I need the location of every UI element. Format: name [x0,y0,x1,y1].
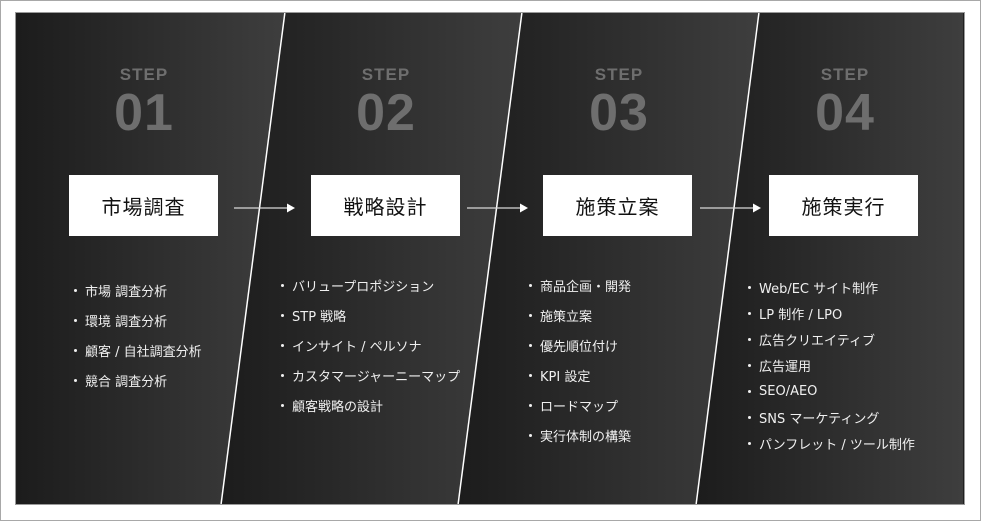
step-1-list: 市場 調査分析 環境 調査分析 顧客 / 自社調査分析 競合 調査分析 [74,275,202,395]
process-flow-panel: STEP 01 市場調査 市場 調査分析 環境 調査分析 顧客 / 自社調査分析… [15,12,965,505]
bullet-dot-icon [74,378,77,382]
list-item: KPI 設定 [529,360,631,390]
list-item: STP 戦略 [281,300,460,330]
step-2-label: STEP [361,65,411,84]
bullet-dot-icon [74,318,77,322]
list-item: Web/EC サイト制作 [748,274,915,300]
step-4-title-box: 施策実行 [769,175,918,236]
bullet-dot-icon [748,285,751,289]
bullet-dot-icon [529,313,532,317]
step-2-number: 02 [356,84,416,142]
step-1-number: 01 [114,84,174,142]
step-1-label: STEP [119,65,169,84]
bullet-dot-icon [281,373,284,377]
bullet-dot-icon [748,441,751,445]
list-item: 広告運用 [748,352,915,378]
step-1-title-box: 市場調査 [69,175,218,236]
list-item: ロードマップ [529,390,631,420]
bullet-dot-icon [529,373,532,377]
list-item: 実行体制の構築 [529,420,631,450]
bullet-dot-icon [748,415,751,419]
bullet-dot-icon [281,283,284,287]
step-4-title: 施策実行 [801,195,886,219]
step-1-title: 市場調査 [101,195,186,219]
divider-2 [457,13,523,504]
list-item: 優先順位付け [529,330,631,360]
list-item: 顧客戦略の設計 [281,390,460,420]
list-item: SNS マーケティング [748,404,915,430]
list-item: インサイト / ペルソナ [281,330,460,360]
list-item: 商品企画・開発 [529,270,631,300]
list-item: LP 制作 / LPO [748,300,915,326]
bullet-dot-icon [529,283,532,287]
bullet-dot-icon [74,348,77,352]
step-3-heading: STEP 03 [569,65,669,141]
step-2-heading: STEP 02 [336,65,436,141]
bullet-dot-icon [529,433,532,437]
step-3-title-box: 施策立案 [543,175,692,236]
step-3-label: STEP [594,65,644,84]
bullet-dot-icon [529,343,532,347]
list-item: 市場 調査分析 [74,275,202,305]
arrow-right-icon [467,203,528,213]
list-item: 顧客 / 自社調査分析 [74,335,202,365]
bullet-dot-icon [748,389,751,393]
bullet-dot-icon [281,403,284,407]
step-4-list: Web/EC サイト制作 LP 制作 / LPO 広告クリエイティブ 広告運用 … [748,274,915,456]
bullet-dot-icon [748,337,751,341]
step-2-title: 戦略設計 [343,195,428,219]
step-3-number: 03 [589,84,649,142]
step-4-number: 04 [815,84,875,142]
bullet-dot-icon [74,288,77,292]
list-item: バリュープロポジション [281,270,460,300]
step-4-heading: STEP 04 [795,65,895,141]
list-item: 環境 調査分析 [74,305,202,335]
step-3-title: 施策立案 [575,195,660,219]
list-item: SEO/AEO [748,378,915,404]
arrow-right-icon [700,203,761,213]
list-item: 施策立案 [529,300,631,330]
step-2-list: バリュープロポジション STP 戦略 インサイト / ペルソナ カスタマージャー… [281,270,460,420]
arrow-right-icon [234,203,295,213]
list-item: 広告クリエイティブ [748,326,915,352]
bullet-dot-icon [748,363,751,367]
list-item: カスタマージャーニーマップ [281,360,460,390]
bullet-dot-icon [281,343,284,347]
step-4-label: STEP [820,65,870,84]
bullet-dot-icon [281,313,284,317]
divider-1 [220,13,286,504]
step-3-list: 商品企画・開発 施策立案 優先順位付け KPI 設定 ロードマップ 実行体制の構… [529,270,631,450]
list-item: パンフレット / ツール制作 [748,430,915,456]
step-1-heading: STEP 01 [94,65,194,141]
list-item: 競合 調査分析 [74,365,202,395]
bullet-dot-icon [748,311,751,315]
bullet-dot-icon [529,403,532,407]
step-2-title-box: 戦略設計 [311,175,460,236]
